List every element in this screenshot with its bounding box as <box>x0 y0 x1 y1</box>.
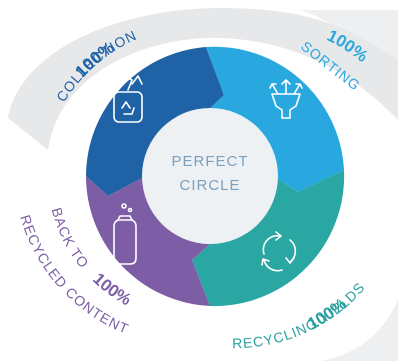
center-title-line2: CIRCLE <box>179 177 240 194</box>
segment-content <box>85 176 210 306</box>
center-circle <box>142 108 278 244</box>
recycling-bin-icon <box>113 75 143 123</box>
background-swoosh-right <box>300 10 398 361</box>
segment-recycling <box>192 170 345 307</box>
sorting-arrows-icon <box>269 79 303 119</box>
sorting-label: SORTING <box>298 38 363 94</box>
background-swoosh <box>8 7 398 150</box>
center-title-line1: PERFECT <box>171 153 248 170</box>
recycle-arrows-icon <box>261 231 297 272</box>
can-icon <box>113 203 137 265</box>
segment-collection <box>86 47 224 196</box>
segment-sorting <box>200 46 344 192</box>
